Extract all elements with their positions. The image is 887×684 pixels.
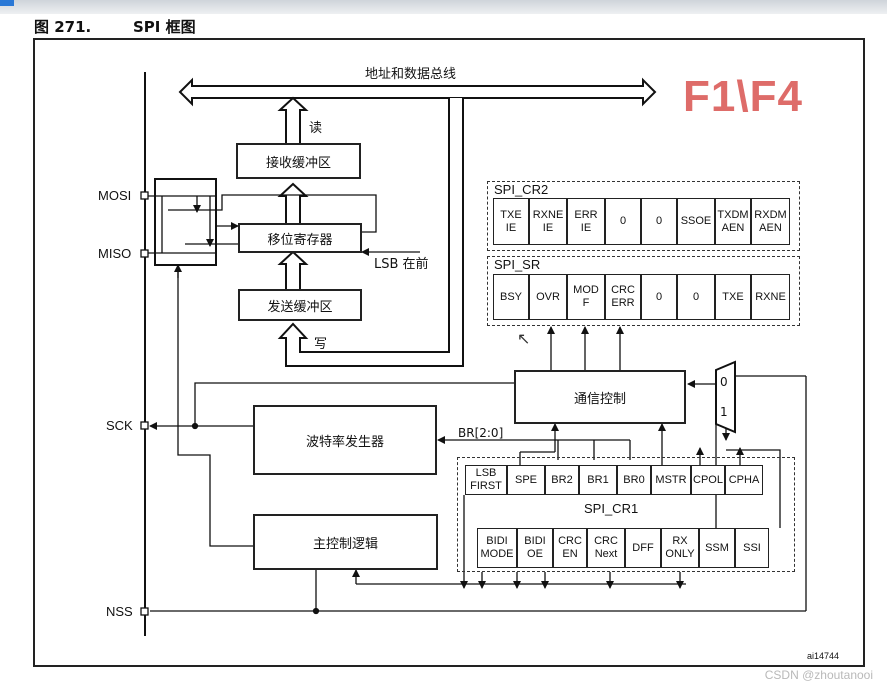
sr-bit: TXE	[715, 274, 751, 320]
lsb-first-label: LSB 在前	[374, 257, 429, 272]
cr1-bit: BIDI OE	[517, 528, 553, 568]
figure-title: 图 271. SPI 框图	[34, 18, 196, 36]
pin-mosi: MOSI	[98, 188, 132, 203]
cr1-bit: SSM	[699, 528, 735, 568]
cr2-bit: SSOE	[677, 198, 715, 245]
cr1-bit: DFF	[625, 528, 661, 568]
pin-nss: NSS	[106, 604, 133, 619]
mux-1-label: 1	[720, 405, 728, 419]
sr-bit: BSY	[493, 274, 529, 320]
spi-cr1-group	[457, 457, 795, 572]
write-label: 写	[314, 337, 328, 352]
figure-code: ai14744	[807, 651, 840, 661]
top-bar	[0, 0, 887, 14]
spi-sr-name: SPI_SR	[494, 257, 541, 272]
cr1-bit: SSI	[735, 528, 769, 568]
mouse-cursor-icon: ↖	[517, 329, 531, 348]
cr2-bit: 0	[605, 198, 641, 245]
cr2-bit: TXDM AEN	[715, 198, 751, 245]
cr2-bit: ERR IE	[567, 198, 605, 245]
cr2-bit: 0	[641, 198, 677, 245]
cr1-bit: BR1	[579, 465, 617, 495]
credit: CSDN @zhoutanooi	[764, 668, 873, 682]
top-accent	[0, 0, 14, 6]
cr1-bit: CRC Next	[587, 528, 625, 568]
cr1-bit: BR0	[617, 465, 651, 495]
read-label: 读	[309, 121, 323, 136]
spi-cr1-name: SPI_CR1	[584, 501, 639, 516]
br-bus-label: BR[2:0]	[458, 426, 504, 440]
pin-miso: MISO	[98, 246, 132, 261]
cr1-bit: MSTR	[651, 465, 691, 495]
cr2-bit: RXNE IE	[529, 198, 567, 245]
cr2-bit: RXDM AEN	[751, 198, 790, 245]
cr1-bit: LSB FIRST	[465, 465, 507, 495]
cr1-bit: RX ONLY	[661, 528, 699, 568]
comm-control: 通信控制	[514, 370, 686, 424]
cr2-bit: TXE IE	[493, 198, 529, 245]
watermark: F1\F4	[683, 72, 803, 121]
spi-cr2-group	[487, 181, 800, 251]
master-control: 主控制逻辑	[253, 514, 438, 570]
sr-bit: CRC ERR	[605, 274, 641, 320]
sr-bit: 0	[677, 274, 715, 320]
cr1-bit: BIDI MODE	[477, 528, 517, 568]
bus-label: 地址和数据总线	[365, 67, 457, 82]
cr1-bit: CPOL	[691, 465, 725, 495]
cr1-bit: SPE	[507, 465, 545, 495]
spi-sr-group	[487, 256, 800, 326]
shift-register: 移位寄存器	[238, 223, 362, 253]
cr1-bit: CPHA	[725, 465, 763, 495]
sr-bit: 0	[641, 274, 677, 320]
pin-sck: SCK	[106, 418, 133, 433]
baud-generator: 波特率发生器	[253, 405, 437, 475]
rx-buffer: 接收缓冲区	[236, 143, 361, 179]
sr-bit: RXNE	[751, 274, 790, 320]
tx-buffer: 发送缓冲区	[238, 289, 362, 321]
sr-bit: MOD F	[567, 274, 605, 320]
diagram-frame	[33, 38, 865, 667]
mux-0-label: 0	[720, 375, 728, 389]
cr1-bit: BR2	[545, 465, 579, 495]
cr1-bit: CRC EN	[553, 528, 587, 568]
sr-bit: OVR	[529, 274, 567, 320]
spi-cr2-name: SPI_CR2	[494, 182, 549, 197]
